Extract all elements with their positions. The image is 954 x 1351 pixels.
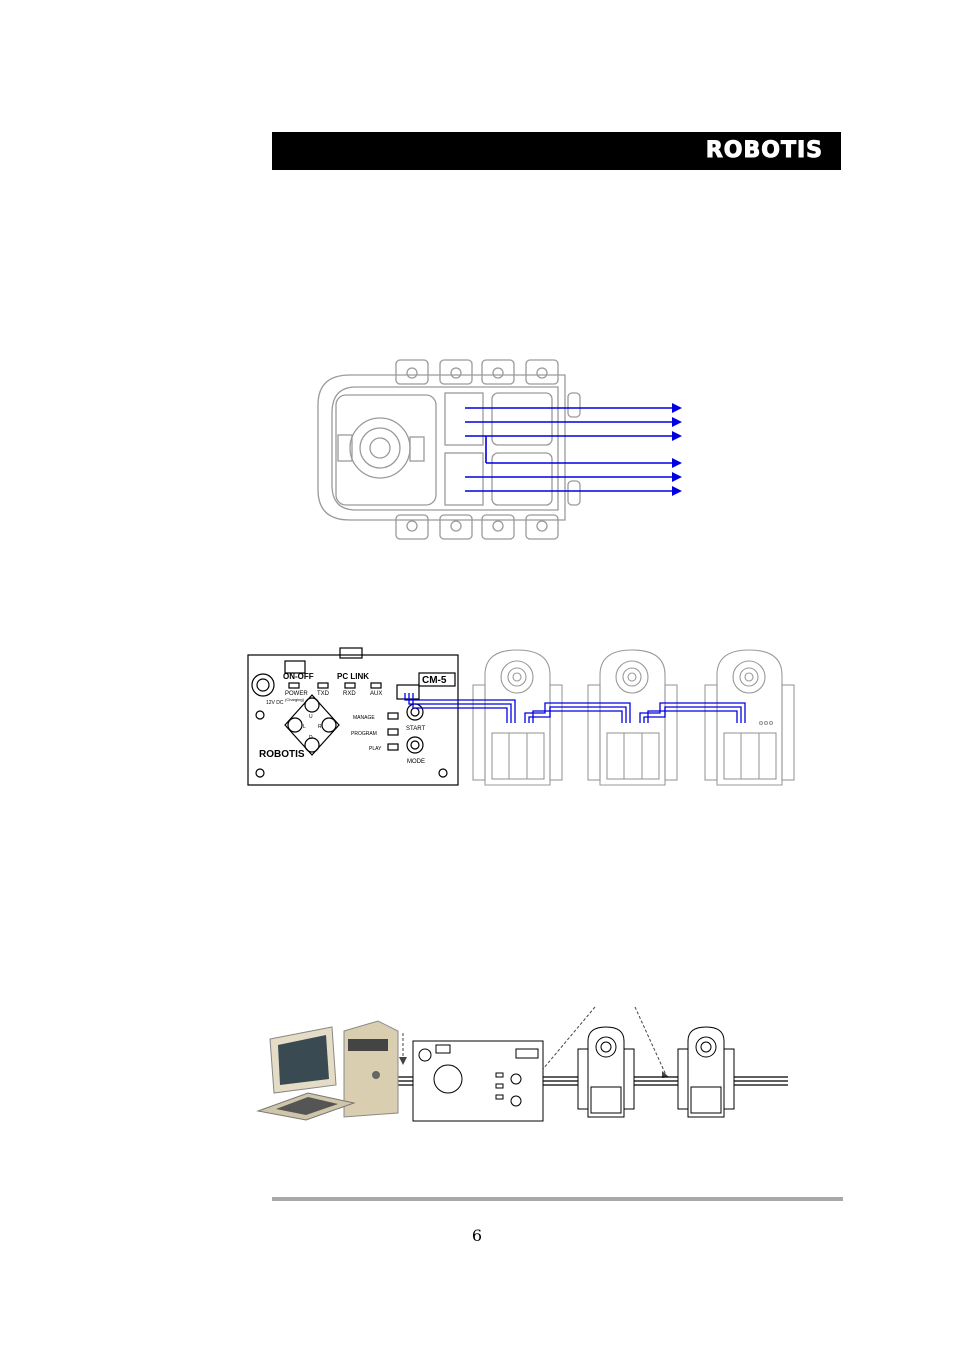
controller-chain-diagram: ON-OFF PC LINK CM-5 POWER (Charging) TXD… (247, 647, 795, 786)
small-actuator-1 (577, 1026, 635, 1118)
pc-link-label: PC LINK (337, 672, 369, 681)
aux-label: AUX (370, 691, 382, 697)
start-label: START (406, 726, 425, 732)
small-actuator-2 (677, 1026, 735, 1118)
on-off-label: ON-OFF (283, 672, 314, 681)
play-label: PLAY (369, 746, 382, 752)
down-label: D (309, 735, 313, 741)
rxd-label: RXD (343, 691, 356, 697)
header-bar: ROBOTIS (272, 132, 841, 170)
controller-small (412, 1040, 544, 1122)
actuator-3 (704, 649, 795, 786)
dc-in-label: 12V DC (266, 700, 284, 706)
controller-brand: ROBOTIS (259, 749, 305, 760)
mode-label: MODE (407, 759, 425, 765)
txd-label: TXD (317, 691, 330, 697)
robotis-logo: ROBOTIS (705, 138, 823, 164)
pc-connection-diagram (256, 1006, 788, 1122)
footer-rule (272, 1197, 843, 1201)
actuator-1 (472, 649, 563, 786)
power-label: POWER (285, 691, 308, 697)
right-label: R (318, 724, 322, 730)
actuator-2 (587, 649, 678, 786)
left-label: L (303, 724, 306, 730)
model-label: CM-5 (422, 675, 447, 686)
manage-label: MANAGE (353, 715, 375, 721)
actuator-connector-diagram (317, 359, 682, 540)
page-number: 6 (471, 1226, 483, 1245)
computer-illustration (256, 1020, 399, 1121)
charging-label: (Charging) (285, 697, 305, 702)
program-label: PROGRAM (351, 731, 377, 737)
up-label: U (309, 714, 313, 720)
